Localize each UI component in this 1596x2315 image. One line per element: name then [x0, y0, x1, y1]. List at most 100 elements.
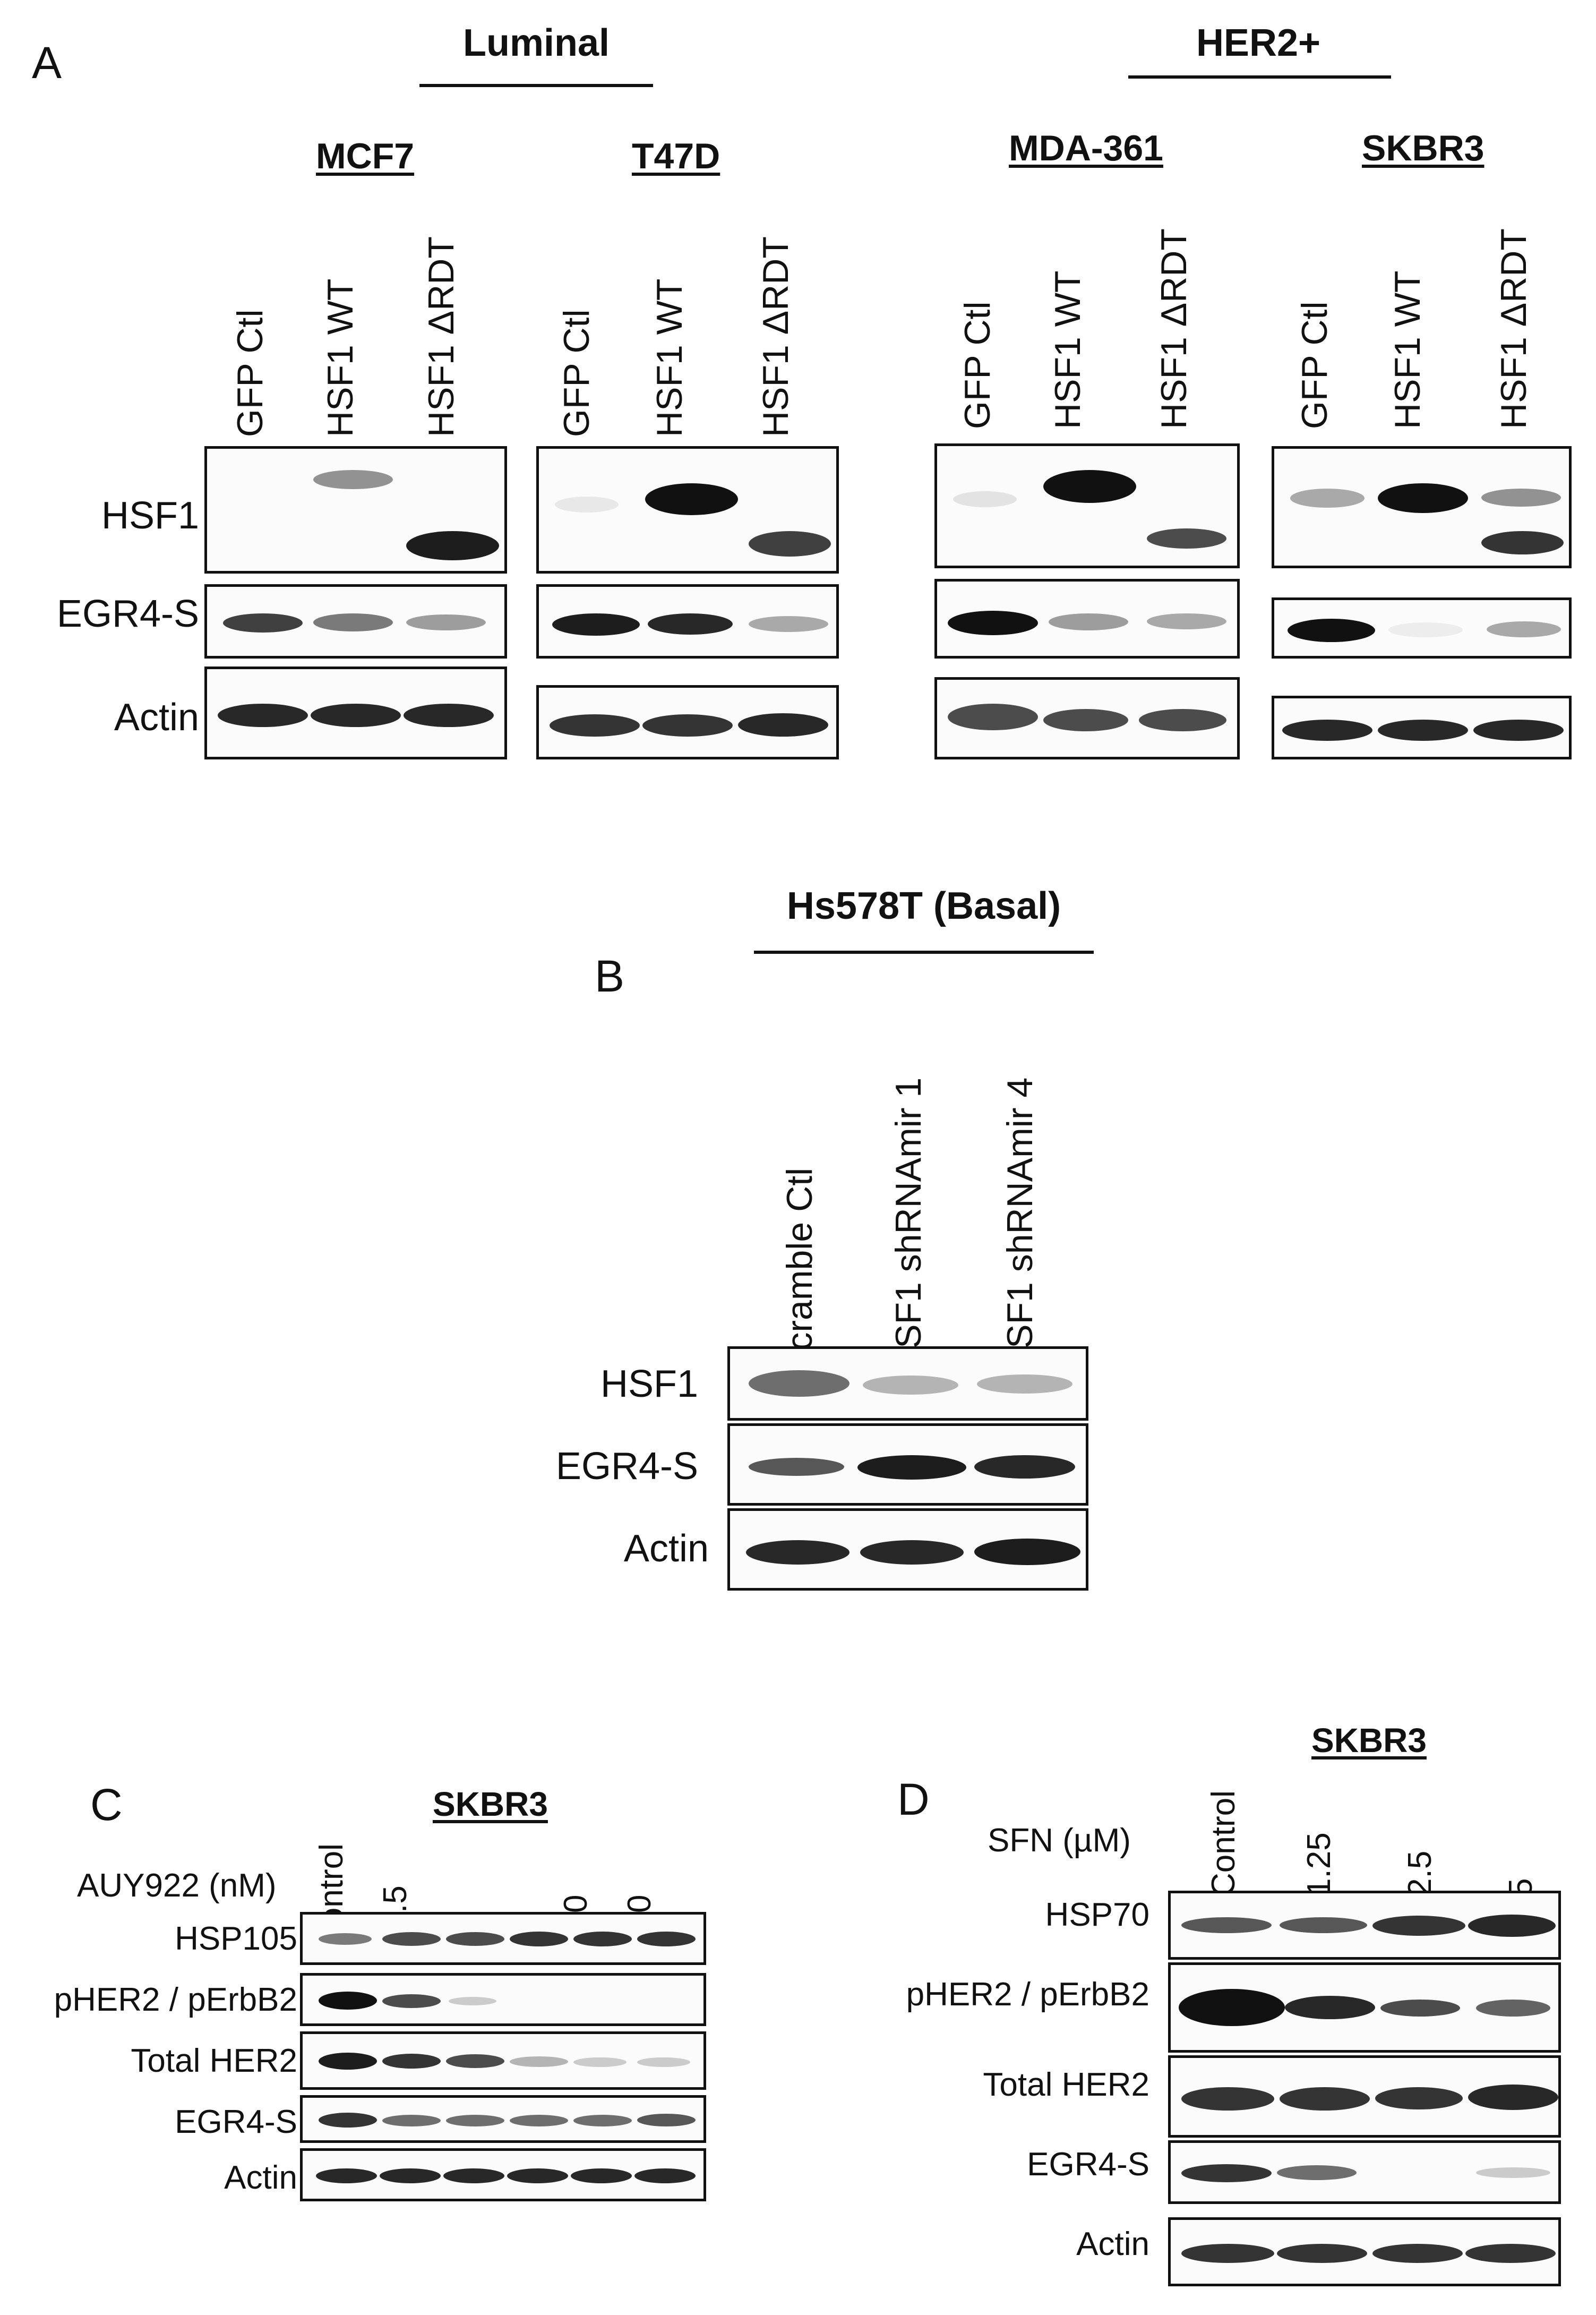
band: [319, 2053, 377, 2070]
band: [953, 491, 1017, 507]
lane-label-d-0: Control: [1205, 1790, 1242, 1897]
band: [1139, 709, 1226, 731]
band: [645, 483, 738, 515]
band: [1372, 1916, 1465, 1936]
band: [1372, 2244, 1463, 2263]
row-label-b-egr4s: EGR4-S: [555, 1445, 698, 1488]
band: [1468, 2085, 1558, 2110]
band: [1476, 2167, 1550, 2178]
blot-t47d-egr4s: [536, 584, 839, 659]
band: [1481, 489, 1561, 507]
row-label-a-hsf1: HSF1: [101, 494, 199, 537]
band: [319, 1933, 372, 1945]
blot-b-actin: [727, 1508, 1088, 1591]
panel-b-title: Hs578T (Basal): [786, 885, 1061, 927]
blot-c-pher2: [300, 1973, 706, 2026]
band: [510, 2056, 568, 2067]
band: [1147, 528, 1226, 549]
band: [1280, 1917, 1367, 1933]
blot-b-egr4s: [727, 1423, 1088, 1506]
row-label-c-0: HSP105: [175, 1920, 297, 1957]
band: [738, 713, 828, 737]
lane-label-mcf7-wt: HSF1 WT: [320, 278, 361, 437]
lane-label-t47d-gfp: GFP Ctl: [556, 309, 597, 437]
lane-label-b-sh4: HSF1 shRNAmir 4: [1000, 1077, 1040, 1374]
panel-c-letter: C: [90, 1780, 123, 1830]
cell-title-mcf7: MCF7: [316, 136, 415, 176]
band: [637, 2114, 696, 2126]
band: [1290, 489, 1365, 508]
panel-d-title: SKBR3: [1311, 1721, 1427, 1759]
band: [313, 613, 393, 631]
lane-label-mcf7-gfp: GFP Ctl: [230, 309, 270, 437]
band: [319, 1992, 377, 2010]
lane-label-mcf7-drdt: HSF1 ΔRDT: [421, 236, 461, 437]
panel-d-condition: SFN (µM): [988, 1822, 1131, 1859]
band: [1380, 2000, 1460, 2017]
band: [749, 1370, 850, 1397]
band: [406, 614, 486, 630]
blot-c-totalher2: [300, 2031, 706, 2090]
row-label-c-2: Total HER2: [131, 2043, 297, 2079]
band: [977, 1374, 1072, 1394]
row-label-a-actin: Actin: [114, 696, 199, 739]
panel-d-letter: D: [897, 1774, 930, 1824]
band: [550, 714, 640, 737]
band: [746, 1540, 850, 1565]
blot-c-hsp105: [300, 1912, 706, 1965]
band: [382, 2115, 441, 2126]
row-label-b-actin: Actin: [623, 1527, 709, 1570]
lane-label-mda-drdt: HSF1 ΔRDT: [1154, 228, 1194, 429]
band: [1388, 622, 1463, 637]
band: [510, 1932, 568, 1946]
band: [446, 1932, 504, 1946]
band: [637, 2057, 690, 2067]
blot-mda-hsf1: [934, 443, 1240, 568]
lane-label-t47d-wt: HSF1 WT: [649, 278, 690, 437]
band: [1181, 1917, 1272, 1933]
lane-label-mda-wt: HSF1 WT: [1048, 270, 1088, 429]
panel-b-letter: B: [595, 951, 625, 1001]
lane-label-skbr3-gfp: GFP Ctl: [1294, 301, 1335, 429]
blot-skbr3-egr4s: [1272, 597, 1572, 659]
group-her2-label: HER2+: [1196, 22, 1321, 64]
band: [1049, 613, 1128, 630]
blot-d-egr4s: [1168, 2140, 1561, 2204]
lane-label-t47d-drdt: HSF1 ΔRDT: [756, 236, 796, 437]
band: [446, 2054, 504, 2068]
row-label-c-4: Actin: [224, 2159, 297, 2196]
band: [510, 2115, 568, 2126]
blot-d-pher2: [1168, 1962, 1561, 2053]
band: [1043, 470, 1136, 503]
band: [1280, 2087, 1370, 2111]
lane-label-skbr3-drdt: HSF1 ΔRDT: [1494, 228, 1534, 429]
band: [316, 2168, 377, 2183]
cell-title-skbr3: SKBR3: [1362, 128, 1485, 168]
blot-mcf7-egr4s: [204, 584, 507, 659]
band: [1378, 720, 1468, 741]
band: [948, 611, 1038, 635]
band: [573, 2057, 627, 2067]
blot-d-totalher2: [1168, 2055, 1561, 2138]
lane-label-d-2: 2.5: [1402, 1850, 1438, 1897]
band: [382, 2054, 441, 2069]
group-luminal-label: Luminal: [462, 22, 610, 64]
row-label-a-egr4s: EGR4-S: [56, 593, 199, 635]
panel-a-letter: A: [32, 38, 62, 88]
band: [863, 1376, 958, 1395]
panel-b-title-line: [754, 951, 1094, 954]
lane-label-d-1: 1.25: [1301, 1832, 1337, 1897]
lane-label-mda-gfp: GFP Ctl: [957, 301, 998, 429]
lane-label-b-scramble: Scramble Ctl: [779, 1167, 820, 1374]
band: [1285, 1996, 1375, 2019]
band: [313, 470, 393, 489]
panel-c-title: SKBR3: [433, 1785, 548, 1823]
band: [1375, 2087, 1463, 2109]
band: [749, 531, 831, 557]
row-label-d-4: Actin: [1076, 2226, 1149, 2262]
band: [1288, 619, 1375, 642]
band: [1487, 621, 1561, 637]
band: [571, 2168, 632, 2183]
blot-skbr3-actin: [1272, 696, 1572, 759]
blot-t47d-actin: [536, 685, 839, 759]
